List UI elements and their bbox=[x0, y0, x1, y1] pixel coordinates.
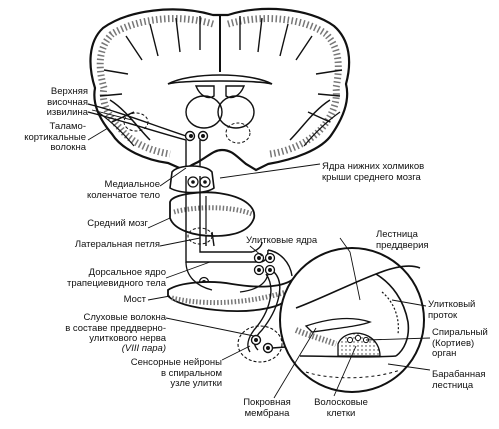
label-spiral-organ: Спиральный (Кортиев) орган bbox=[432, 327, 488, 359]
cochlea-section bbox=[279, 247, 425, 393]
label-sensory-neurons: Сенсорные нейроны в спиральном узле улит… bbox=[130, 357, 222, 389]
label-upper-temporal-gyrus: Верхняя височная извилина bbox=[46, 86, 88, 118]
midbrain-section bbox=[169, 165, 256, 245]
label-nerve-pair: (VIII пара) bbox=[121, 343, 166, 354]
label-thalamocortical-fibers: Таламо- кортикальные волокна bbox=[24, 121, 86, 153]
label-cochlear-nuclei: Улитковые ядра bbox=[246, 235, 318, 246]
thalamocortical-pathway bbox=[87, 103, 209, 176]
label-pons: Мост bbox=[123, 294, 146, 305]
label-scala-tympani: Барабанная лестница bbox=[432, 369, 486, 391]
leader-lines bbox=[87, 109, 431, 399]
label-scala-vestibuli: Лестница преддверия bbox=[376, 229, 429, 251]
label-hair-cells: Волосковые клетки bbox=[314, 397, 368, 419]
label-medial-geniculate-body: Медиальное коленчатое тело bbox=[86, 179, 160, 201]
label-tectorial-membrane: Покровная мембрана bbox=[243, 397, 291, 419]
label-cochlear-duct: Улитковый проток bbox=[428, 299, 476, 321]
label-midbrain: Средний мозг bbox=[87, 218, 148, 229]
label-auditory-fibers: Слуховые волокна в составе преддверно- у… bbox=[65, 312, 166, 344]
label-lateral-lemniscus: Латеральная петля bbox=[74, 239, 160, 250]
brain-coronal-section bbox=[89, 7, 351, 172]
label-dorsal-trapezoid-nucleus: Дорсальное ядро трапециевидного тела bbox=[66, 267, 166, 289]
label-inferior-colliculus-nuclei: Ядра нижних холмиков крыши среднего мозг… bbox=[322, 161, 425, 183]
